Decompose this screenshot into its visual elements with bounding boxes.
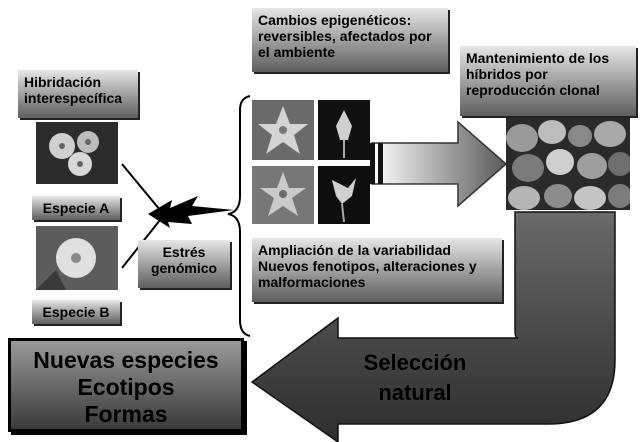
mantenimiento-box: Mantenimiento de los híbridos por reprod…: [460, 46, 636, 116]
seleccion-natural-label: Selección natural: [363, 350, 467, 405]
estres-label: Estrés genómico: [150, 244, 218, 276]
connector-line: [121, 163, 161, 211]
ampliacion-label: Ampliación de la variabilidad Nuevos fen…: [258, 242, 477, 290]
epigeneticos-box: Cambios epigenéticos: reversibles, afect…: [252, 8, 448, 72]
mantenimiento-label: Mantenimiento de los híbridos por reprod…: [466, 50, 610, 98]
flower-photo-icon: [252, 166, 314, 224]
especie-a-label: Especie A: [42, 200, 110, 216]
species-a-photo: [36, 122, 118, 184]
u-turn-arrow: [250, 211, 616, 442]
arrow-stripe: [370, 143, 375, 184]
potato-tubers-photo-icon: [506, 118, 630, 210]
formas-line: Formas: [84, 401, 168, 427]
species-b-photo: [36, 226, 118, 290]
epigeneticos-label: Cambios epigenéticos: reversibles, afect…: [258, 12, 432, 60]
estres-box: Estrés genómico: [138, 240, 230, 288]
hibridacion-label: Hibridación interespecífica: [24, 74, 123, 106]
right-arrow: [371, 120, 508, 208]
ecotipos-line: Ecotipos: [77, 374, 175, 400]
nuevas-especies-box: Nuevas especies Ecotipos Formas: [8, 338, 244, 432]
especie-a-box: Especie A: [32, 196, 120, 220]
especie-b-box: Especie B: [32, 300, 120, 324]
flower-photo-icon: [318, 100, 370, 160]
curly-brace: [227, 95, 251, 337]
flower-photo-icon: [318, 166, 370, 224]
flower-photo-icon: [252, 100, 314, 160]
nuevas-especies-line: Nuevas especies: [33, 347, 219, 373]
hibridacion-box: Hibridación interespecífica: [18, 70, 138, 118]
lightning-bolt-icon: [148, 196, 234, 228]
arrow-stripe: [378, 143, 383, 184]
ampliacion-box: Ampliación de la variabilidad Nuevos fen…: [252, 238, 502, 302]
especie-b-label: Especie B: [42, 304, 110, 320]
